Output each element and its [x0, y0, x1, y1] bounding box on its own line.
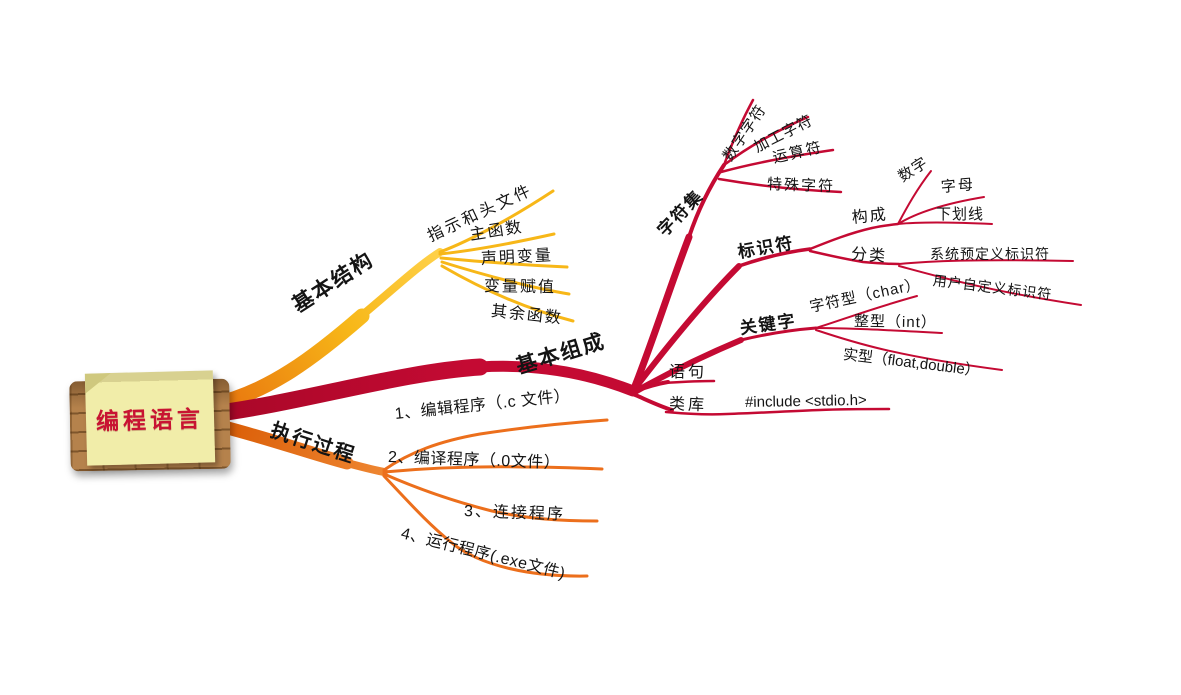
node-letters: 字母 [940, 176, 976, 196]
branch-basic-composition-paths [203, 98, 1082, 423]
node-step3-link-program: 3、连接程序 [463, 503, 566, 524]
node-identifier-classification: 分类 [850, 246, 888, 266]
branch-execution-process-paths [205, 417, 609, 578]
node-assign-variables: 变量赋值 [483, 278, 557, 297]
node-declare-variables: 声明变量 [480, 247, 554, 268]
node-int-type: 整型（int） [853, 313, 937, 332]
node-statements: 语句 [669, 364, 708, 381]
note-fold-corner [85, 373, 112, 394]
sticky-note: 编程语言 [84, 370, 216, 466]
node-underscore: 下划线 [936, 206, 985, 223]
node-identifier-makeup: 构成 [851, 206, 889, 227]
node-include-stdio: #include <stdio.h> [744, 391, 867, 411]
branch-basic-structure-paths [204, 189, 575, 413]
node-special-characters: 特殊字符 [766, 176, 836, 196]
central-topic: 编程语言 [95, 405, 205, 435]
node-class-library: 类库 [668, 396, 708, 415]
node-system-predefined-identifiers: 系统预定义标识符 [930, 246, 1050, 262]
